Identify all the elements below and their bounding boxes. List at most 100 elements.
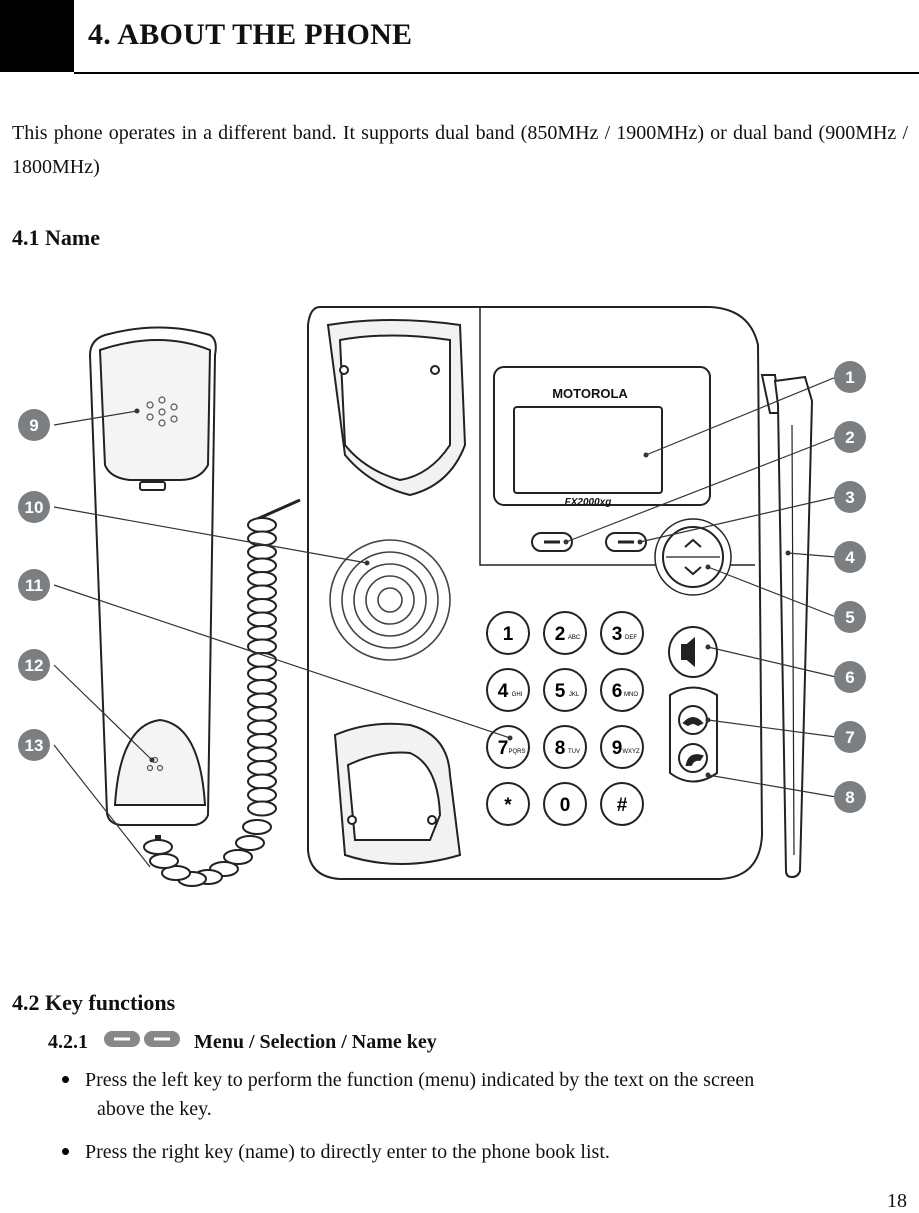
soft-keys-icon	[102, 1028, 182, 1056]
keypad-letters: TUV	[568, 749, 580, 755]
callout-number: 12	[25, 656, 44, 675]
callout-badge	[834, 721, 866, 753]
keypad-digit: 7	[498, 738, 509, 759]
cord-coil	[247, 746, 277, 763]
cord-coil	[247, 598, 277, 614]
header-tab-block	[0, 0, 74, 72]
cord-coil	[247, 611, 277, 628]
cord-coil	[242, 819, 272, 835]
bullet-item: Press the right key (name) to directly e…	[62, 1137, 610, 1167]
cord-coil	[247, 787, 277, 803]
model-label: FX2000xg	[565, 497, 612, 508]
keypad-letters: WXYZ	[622, 749, 640, 755]
keypad-digit: 6	[612, 681, 623, 702]
leader-dots	[134, 408, 791, 778]
cord-coil	[247, 571, 277, 587]
cord-coil	[161, 865, 191, 881]
keypad-digit: 2	[555, 624, 566, 645]
cord-coil	[247, 733, 277, 749]
cord-coil	[247, 557, 277, 574]
function-keys	[668, 626, 718, 783]
cord-coil	[247, 530, 277, 547]
keypad-key	[486, 668, 530, 712]
keypad-letters: GHI	[512, 692, 523, 698]
callout-number: 11	[25, 576, 43, 595]
header-rule	[74, 72, 919, 74]
subsection-number: 4.2.1	[48, 1030, 88, 1053]
bullet-item: Press the left key to perform the functi…	[62, 1065, 908, 1095]
bullet-dot	[62, 1075, 69, 1083]
cord-coil	[247, 800, 277, 817]
cord-coils	[143, 517, 277, 887]
cord-coil	[247, 544, 277, 560]
callout-badge	[18, 649, 50, 681]
section-name-heading: 4.1 Name	[12, 225, 100, 250]
keypad-key	[543, 668, 587, 712]
cord-coil	[247, 706, 277, 722]
intro-paragraph: This phone operates in a different band.…	[12, 122, 908, 178]
brand-logo: MOTOROLA	[552, 386, 628, 401]
callout-number: 4	[845, 548, 855, 567]
cord-coil	[247, 517, 277, 533]
cord-coil	[247, 719, 277, 736]
callout-badge	[18, 409, 50, 441]
callout-badge	[834, 541, 866, 573]
keypad-key	[486, 725, 530, 769]
cord-coil	[223, 849, 253, 865]
callout-number: 6	[845, 668, 854, 687]
callout-number: 9	[29, 416, 38, 435]
soft-keys	[531, 532, 647, 552]
antenna	[760, 374, 814, 879]
keypad-letters: JKL	[569, 692, 580, 698]
cord-coil	[247, 692, 277, 709]
callout-number: 2	[845, 428, 854, 447]
cord-coil	[247, 665, 277, 682]
earpiece-holes	[146, 396, 178, 427]
keypad-key	[543, 782, 587, 826]
bullet-continuation: above the key.	[97, 1098, 212, 1120]
callout-number: 10	[25, 498, 44, 517]
keypad-letters: DEF	[625, 635, 637, 641]
keypad-letters: MNO	[624, 692, 638, 698]
cord-coil	[247, 773, 277, 790]
callout-number: 3	[845, 488, 854, 507]
keypad-digit: 8	[555, 738, 566, 759]
keypad-digit: 0	[560, 795, 571, 816]
callout-number: 7	[845, 728, 854, 747]
nav-key	[654, 518, 732, 596]
keypad-key	[600, 782, 644, 826]
keypad-digit: 9	[612, 738, 623, 759]
callout-badge	[834, 781, 866, 813]
subsection-title: Menu / Selection / Name key	[194, 1030, 437, 1053]
callout-number: 5	[845, 608, 854, 627]
keypad-key	[486, 782, 530, 826]
cord-coil	[247, 584, 277, 601]
cord-coil	[247, 760, 277, 776]
callout-badge	[18, 729, 50, 761]
handset	[88, 326, 217, 826]
bullet-text: Press the left key to perform the functi…	[85, 1069, 755, 1091]
callout-leaders	[53, 376, 837, 868]
keypad-letters: ABC	[568, 635, 581, 641]
bullet-dot	[62, 1147, 69, 1155]
keypad-digit: 4	[498, 681, 509, 702]
speaker-grille	[329, 539, 451, 661]
keypad-key	[600, 668, 644, 712]
subsection-heading: 4.2.1 Menu / Selection / Name key	[48, 1028, 437, 1056]
callout-badge	[834, 601, 866, 633]
keypad-digit: *	[504, 795, 512, 816]
bullet-text: Press the right key (name) to directly e…	[85, 1141, 610, 1163]
keypad-key	[600, 725, 644, 769]
chapter-title: 4. ABOUT THE PHONE	[88, 18, 413, 51]
cord-coil	[247, 625, 277, 641]
keypad-letters: PQRS	[508, 749, 525, 755]
callout-badge	[834, 421, 866, 453]
callout-number: 13	[25, 736, 44, 755]
callout-badge	[834, 661, 866, 693]
cord-coil	[149, 853, 179, 869]
keypad-digit: 5	[555, 681, 566, 702]
keypad-key	[600, 611, 644, 655]
callout-badge	[834, 361, 866, 393]
